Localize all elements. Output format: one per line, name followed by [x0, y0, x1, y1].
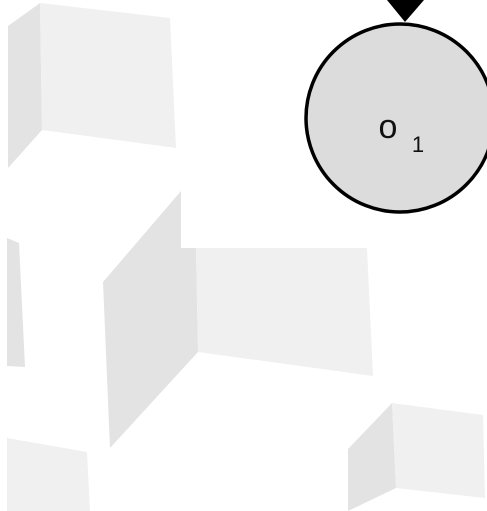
- panel-bottom-left-front: [7, 438, 90, 511]
- panel-top-left-front: [40, 3, 176, 148]
- panel-center-side: [103, 191, 198, 448]
- panel-bottom-right: [348, 403, 485, 511]
- state-node-label-subscript: 1: [412, 132, 424, 157]
- state-node-label: o: [379, 108, 398, 146]
- panel-bottom-right-side: [348, 403, 396, 511]
- state-node-label-sub: 1: [412, 132, 424, 157]
- incoming-arrow: [387, 0, 424, 22]
- panel-center-front: [181, 248, 373, 376]
- arrow-head: [387, 0, 424, 22]
- panel-center: [103, 191, 373, 448]
- state-node-o1: o 1: [304, 22, 487, 214]
- panel-bottom-left: [7, 438, 90, 511]
- state-node-circle: [304, 22, 487, 214]
- panel-left-edge-side: [7, 238, 25, 367]
- panel-bottom-right-front: [392, 403, 485, 498]
- panel-left-edge: [7, 238, 25, 367]
- panel-top-left: [8, 3, 176, 168]
- state-node-label-main: o: [379, 108, 398, 146]
- panel-top-left-side: [8, 3, 42, 168]
